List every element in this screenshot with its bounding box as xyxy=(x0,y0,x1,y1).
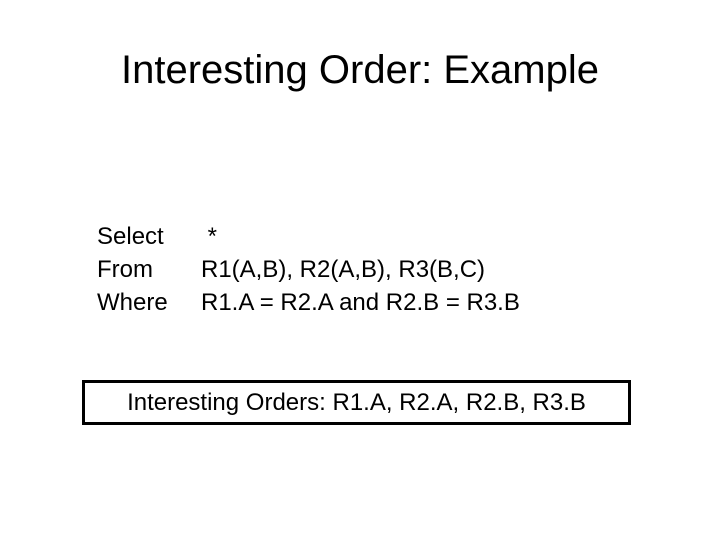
where-clause: R1.A = R2.A and R2.B = R3.B xyxy=(201,289,520,316)
select-keyword: Select xyxy=(97,223,164,250)
where-keyword: Where xyxy=(97,289,168,316)
where-line: Where R1.A = R2.A and R2.B = R3.B xyxy=(97,286,520,319)
slide-title: Interesting Order: Example xyxy=(121,48,599,92)
select-line: Select * xyxy=(97,220,520,253)
interesting-orders-box: Interesting Orders: R1.A, R2.A, R2.B, R3… xyxy=(82,380,631,425)
from-keyword: From xyxy=(97,256,153,283)
select-clause: * xyxy=(201,223,218,250)
from-clause: R1(A,B), R2(A,B), R3(B,C) xyxy=(201,256,486,283)
from-line: From R1(A,B), R2(A,B), R3(B,C) xyxy=(97,253,520,286)
interesting-orders-text: Interesting Orders: R1.A, R2.A, R2.B, R3… xyxy=(127,388,586,416)
sql-query-block: Select * From R1(A,B), R2(A,B), R3(B,C) … xyxy=(97,220,520,319)
